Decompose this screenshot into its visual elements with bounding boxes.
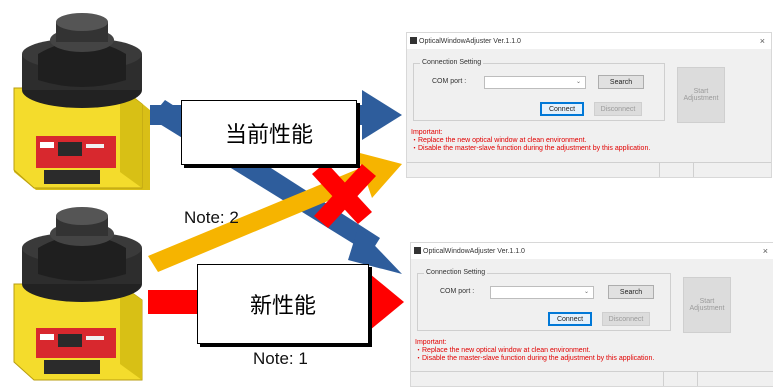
app-icon [414,247,421,254]
important-line-2: ・Disable the master-slave function durin… [415,355,655,362]
label-current-performance: 当前性能 [181,100,357,165]
chevron-down-icon: ⌄ [575,79,581,85]
search-button[interactable]: Search [598,75,644,89]
scanner-device-top [13,13,150,190]
status-cell [659,163,660,177]
group-title: Connection Setting [424,269,488,276]
connect-button[interactable]: Connect [540,102,584,116]
com-port-label: COM port : [440,288,475,295]
close-icon[interactable]: × [762,246,768,256]
important-heading: Important: [411,129,443,136]
status-bar [411,371,773,386]
app-icon [410,37,417,44]
arrow-yellow-diagonal [148,152,402,272]
red-x-mark [312,162,376,228]
com-port-select[interactable]: ⌄ [484,76,586,89]
connect-button[interactable]: Connect [548,312,592,326]
search-button[interactable]: Search [608,285,654,299]
start-adjustment-button[interactable]: Start Adjustment [677,67,725,123]
connection-setting-group: Connection Setting COM port : ⌄ Search C… [417,269,671,331]
note-2: Note: 2 [184,208,239,227]
chevron-down-icon: ⌄ [583,289,589,295]
important-line-2: ・Disable the master-slave function durin… [411,145,651,152]
status-bar [407,162,771,177]
app-window-bottom: OpticalWindowAdjuster Ver.1.1.0 × Connec… [410,242,773,387]
scanner-device-bottom [13,207,143,381]
start-adjustment-button[interactable]: Start Adjustment [683,277,731,333]
status-cell [663,372,664,386]
status-cell [693,163,694,177]
app-window-top: OpticalWindowAdjuster Ver.1.1.0 × Connec… [406,32,772,178]
com-port-label: COM port : [432,78,467,85]
disconnect-button[interactable]: Disconnect [602,312,650,326]
important-line-1: ・Replace the new optical window at clean… [411,137,587,144]
close-icon[interactable]: × [759,36,765,46]
disconnect-button[interactable]: Disconnect [594,102,642,116]
note-1: Note: 1 [253,349,308,368]
window-title: OpticalWindowAdjuster Ver.1.1.0 [419,37,521,45]
group-title: Connection Setting [420,59,484,66]
important-line-1: ・Replace the new optical window at clean… [415,347,591,354]
connection-setting-group: Connection Setting COM port : ⌄ Search C… [413,59,665,121]
title-bar: OpticalWindowAdjuster Ver.1.1.0 × [407,33,771,49]
label-new-performance: 新性能 [197,264,369,344]
important-heading: Important: [415,339,447,346]
status-cell [697,372,698,386]
com-port-select[interactable]: ⌄ [490,286,594,299]
title-bar: OpticalWindowAdjuster Ver.1.1.0 × [411,243,773,259]
window-title: OpticalWindowAdjuster Ver.1.1.0 [423,247,525,255]
